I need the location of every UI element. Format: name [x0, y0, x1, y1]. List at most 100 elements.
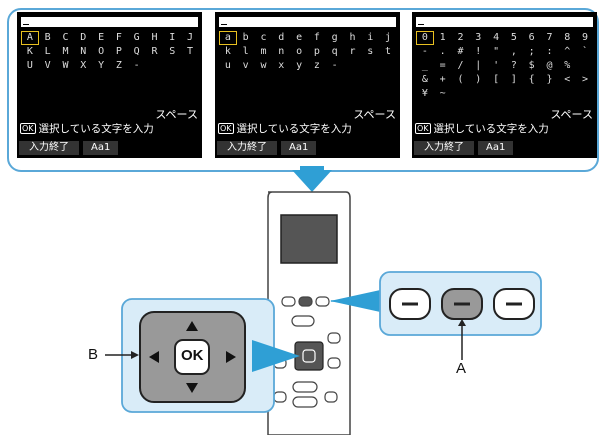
character-key[interactable]: ¥: [421, 88, 428, 99]
character-key[interactable]: j: [385, 32, 392, 43]
character-key[interactable]: T: [187, 46, 194, 57]
text-entry-field[interactable]: [219, 17, 396, 27]
text-entry-field[interactable]: [21, 17, 198, 27]
character-key[interactable]: k: [224, 46, 231, 57]
character-key[interactable]: <: [564, 74, 571, 85]
character-key[interactable]: (: [457, 74, 464, 85]
character-key[interactable]: V: [44, 60, 51, 71]
character-key[interactable]: ,: [510, 46, 517, 57]
character-key[interactable]: J: [187, 32, 194, 43]
character-key[interactable]: Z: [115, 60, 122, 71]
character-key[interactable]: 0: [416, 31, 434, 45]
finish-entry-button[interactable]: 入力終了: [414, 141, 474, 155]
character-key[interactable]: S: [169, 46, 176, 57]
character-key[interactable]: z: [313, 60, 320, 71]
character-key[interactable]: W: [62, 60, 69, 71]
character-key[interactable]: >: [582, 74, 589, 85]
character-key[interactable]: P: [115, 46, 122, 57]
character-key[interactable]: a: [219, 31, 237, 45]
mode-switch-button[interactable]: Aa1: [281, 141, 317, 155]
character-key[interactable]: -: [133, 60, 140, 71]
character-key[interactable]: @: [546, 60, 553, 71]
character-key[interactable]: /: [457, 60, 464, 71]
character-key[interactable]: {: [528, 74, 535, 85]
character-key[interactable]: A: [21, 31, 39, 45]
character-key[interactable]: ~: [439, 88, 446, 99]
character-key[interactable]: X: [80, 60, 87, 71]
character-key[interactable]: :: [546, 46, 553, 57]
character-key[interactable]: -: [331, 60, 338, 71]
character-key[interactable]: o: [296, 46, 303, 57]
character-key[interactable]: &: [421, 74, 428, 85]
character-key[interactable]: B: [44, 32, 51, 43]
character-key[interactable]: H: [151, 32, 158, 43]
character-key[interactable]: M: [62, 46, 69, 57]
character-key[interactable]: -: [421, 46, 428, 57]
space-key[interactable]: スペース: [550, 108, 593, 121]
character-key[interactable]: x: [278, 60, 285, 71]
character-key[interactable]: y: [296, 60, 303, 71]
character-key[interactable]: l: [242, 46, 249, 57]
character-key[interactable]: C: [62, 32, 69, 43]
character-key[interactable]: 5: [510, 32, 517, 43]
space-key[interactable]: スペース: [353, 108, 396, 121]
character-key[interactable]: [: [493, 74, 500, 85]
character-key[interactable]: }: [546, 74, 553, 85]
character-key[interactable]: q: [331, 46, 338, 57]
character-key[interactable]: h: [349, 32, 356, 43]
character-key[interactable]: g: [331, 32, 338, 43]
character-key[interactable]: v: [242, 60, 249, 71]
character-key[interactable]: c: [260, 32, 267, 43]
character-key[interactable]: p: [313, 46, 320, 57]
mode-switch-button[interactable]: Aa1: [478, 141, 514, 155]
character-key[interactable]: I: [169, 32, 176, 43]
character-key[interactable]: b: [242, 32, 249, 43]
character-key[interactable]: m: [260, 46, 267, 57]
character-key[interactable]: ]: [510, 74, 517, 85]
character-key[interactable]: s: [367, 46, 374, 57]
character-key[interactable]: ': [493, 60, 500, 71]
space-key[interactable]: スペース: [155, 108, 198, 121]
character-key[interactable]: Y: [98, 60, 105, 71]
finish-entry-button[interactable]: 入力終了: [19, 141, 79, 155]
character-key[interactable]: ?: [510, 60, 517, 71]
mode-switch-button[interactable]: Aa1: [83, 141, 119, 155]
finish-entry-button[interactable]: 入力終了: [217, 141, 277, 155]
character-key[interactable]: r: [349, 46, 356, 57]
character-key[interactable]: 3: [475, 32, 482, 43]
character-key[interactable]: e: [296, 32, 303, 43]
character-key[interactable]: 9: [582, 32, 589, 43]
character-key[interactable]: 4: [493, 32, 500, 43]
character-key[interactable]: D: [80, 32, 87, 43]
character-key[interactable]: t: [385, 46, 392, 57]
character-key[interactable]: 6: [528, 32, 535, 43]
character-key[interactable]: L: [44, 46, 51, 57]
character-key[interactable]: O: [98, 46, 105, 57]
character-key[interactable]: =: [439, 60, 446, 71]
character-key[interactable]: $: [528, 60, 535, 71]
character-key[interactable]: +: [439, 74, 446, 85]
text-entry-field[interactable]: [416, 17, 593, 27]
ok-button-label[interactable]: OK: [181, 347, 204, 364]
character-key[interactable]: _: [421, 60, 428, 71]
character-key[interactable]: F: [115, 32, 122, 43]
character-key[interactable]: Q: [133, 46, 140, 57]
character-key[interactable]: G: [133, 32, 140, 43]
character-key[interactable]: 8: [564, 32, 571, 43]
character-key[interactable]: i: [367, 32, 374, 43]
character-key[interactable]: 2: [457, 32, 464, 43]
character-key[interactable]: w: [260, 60, 267, 71]
character-key[interactable]: N: [80, 46, 87, 57]
character-key[interactable]: %: [564, 60, 571, 71]
character-key[interactable]: |: [475, 60, 482, 71]
character-key[interactable]: `: [582, 46, 589, 57]
character-key[interactable]: 1: [439, 32, 446, 43]
character-key[interactable]: E: [98, 32, 105, 43]
character-key[interactable]: R: [151, 46, 158, 57]
character-key[interactable]: ;: [528, 46, 535, 57]
character-key[interactable]: ): [475, 74, 482, 85]
character-key[interactable]: .: [439, 46, 446, 57]
character-key[interactable]: 7: [546, 32, 553, 43]
character-key[interactable]: u: [224, 60, 231, 71]
character-key[interactable]: !: [475, 46, 482, 57]
